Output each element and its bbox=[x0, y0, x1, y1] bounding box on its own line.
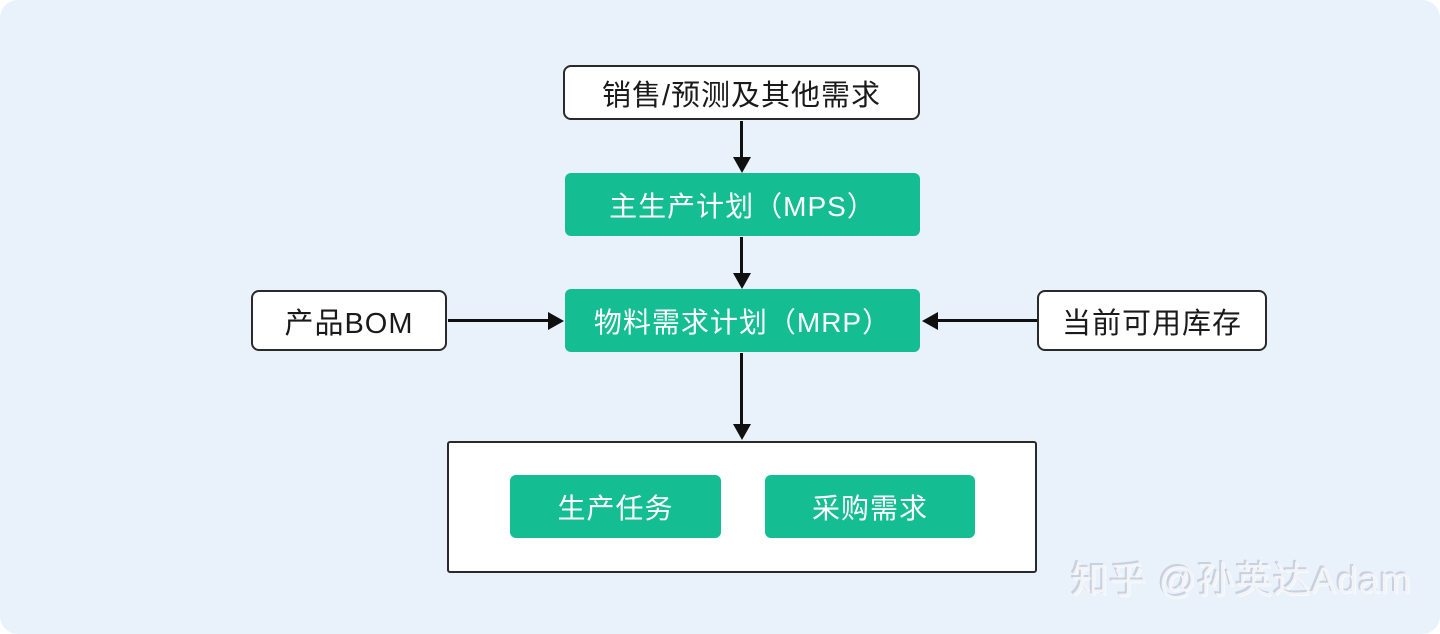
zhihu-watermark: 知乎 @孙英达Adam bbox=[1071, 560, 1412, 601]
arrow-bom-to-mrp bbox=[448, 319, 549, 322]
arrow-demand-to-mps bbox=[740, 121, 743, 158]
arrow-mps-to-mrp bbox=[740, 237, 743, 274]
arrow-inventory-to-mrp bbox=[937, 319, 1037, 322]
node-material-requirements-planning: 物料需求计划（MRP） bbox=[565, 289, 920, 352]
node-master-production-schedule: 主生产计划（MPS） bbox=[565, 173, 920, 236]
node-current-available-inventory: 当前可用库存 bbox=[1037, 290, 1267, 351]
node-production-task: 生产任务 bbox=[510, 475, 721, 538]
arrow-mrp-to-output bbox=[740, 353, 743, 425]
node-product-bom: 产品BOM bbox=[251, 290, 447, 351]
node-sales-forecast-demand: 销售/预测及其他需求 bbox=[563, 65, 920, 120]
node-purchase-demand: 采购需求 bbox=[765, 475, 975, 538]
